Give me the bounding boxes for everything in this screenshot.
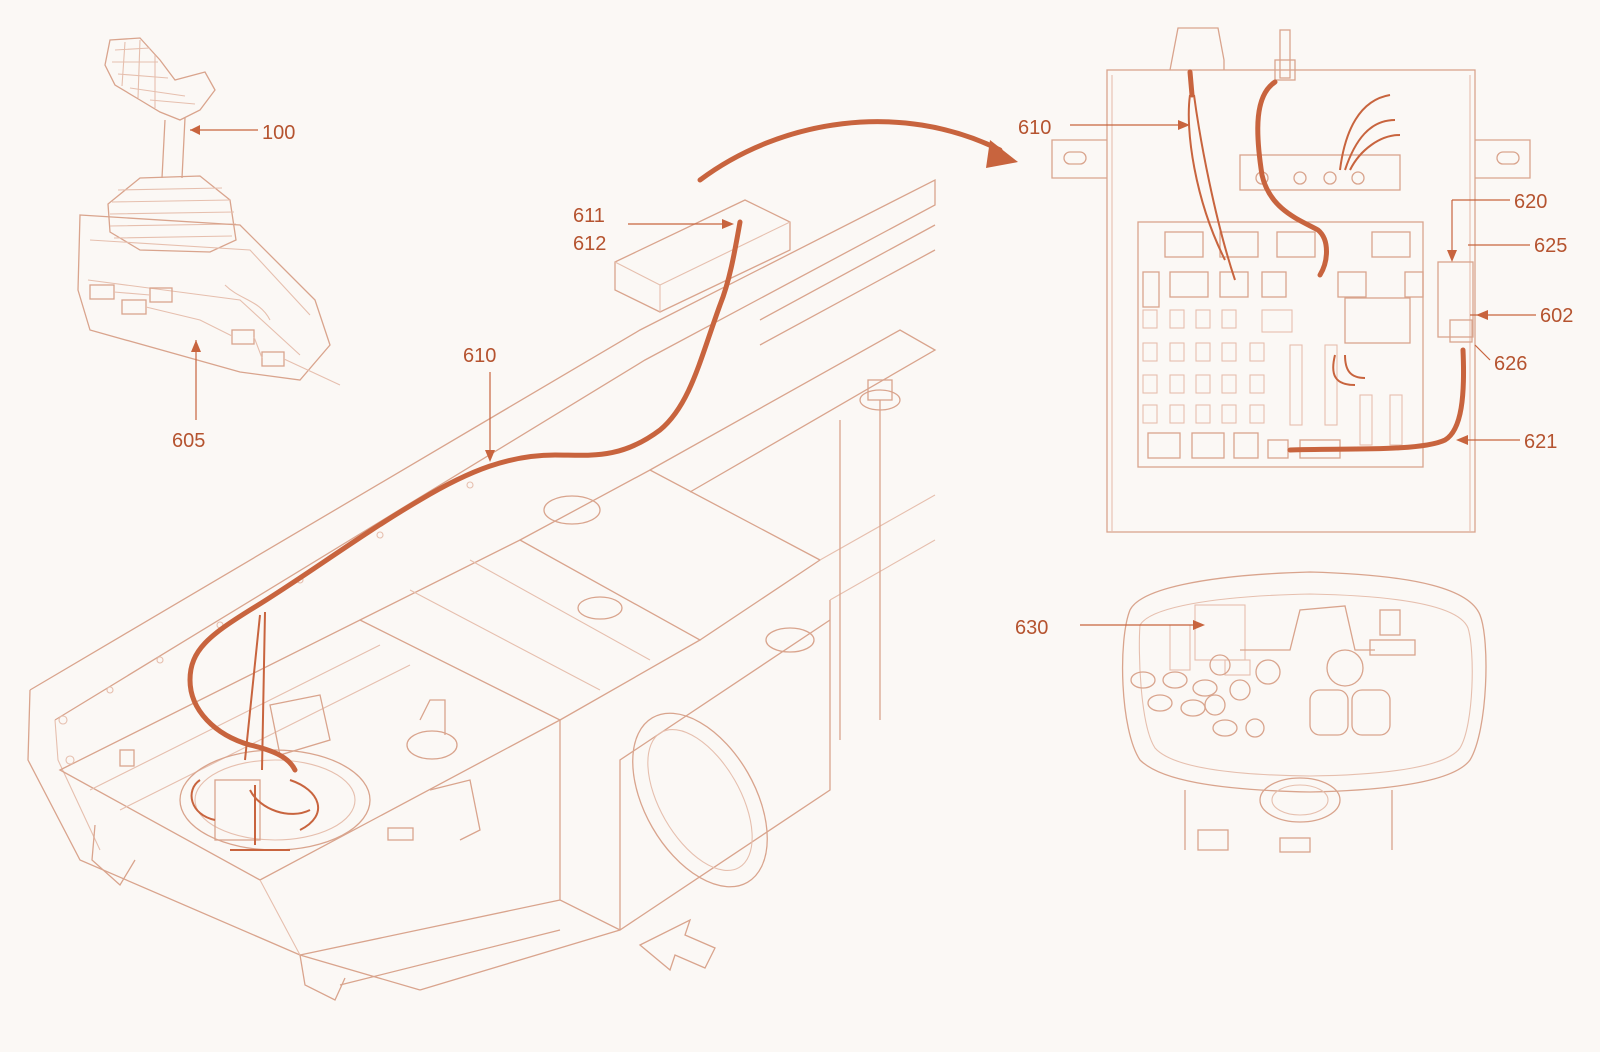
label-610-box: 610 xyxy=(1018,117,1051,139)
machine-frame xyxy=(27,178,937,1001)
label-625: 625 xyxy=(1534,235,1567,257)
label-611: 611 xyxy=(573,205,605,227)
label-602: 602 xyxy=(1540,305,1573,327)
label-621: 621 xyxy=(1524,431,1557,453)
joystick-assembly xyxy=(77,37,341,420)
label-100: 100 xyxy=(262,122,295,144)
label-626: 626 xyxy=(1494,353,1527,375)
label-620: 620 xyxy=(1514,191,1547,213)
harness-610-frame xyxy=(187,219,743,851)
zoom-arrow-head xyxy=(986,140,1018,168)
label-612: 612 xyxy=(573,233,606,255)
reference-labels: 100 605 610 611 612 610 620 625 602 626 … xyxy=(172,117,1573,639)
label-630: 630 xyxy=(1015,617,1048,639)
label-605: 605 xyxy=(172,430,205,452)
zoom-arrow xyxy=(697,119,1003,183)
label-610-frame: 610 xyxy=(463,345,496,367)
display-panel xyxy=(1080,571,1487,853)
electrical-box xyxy=(1051,27,1536,533)
